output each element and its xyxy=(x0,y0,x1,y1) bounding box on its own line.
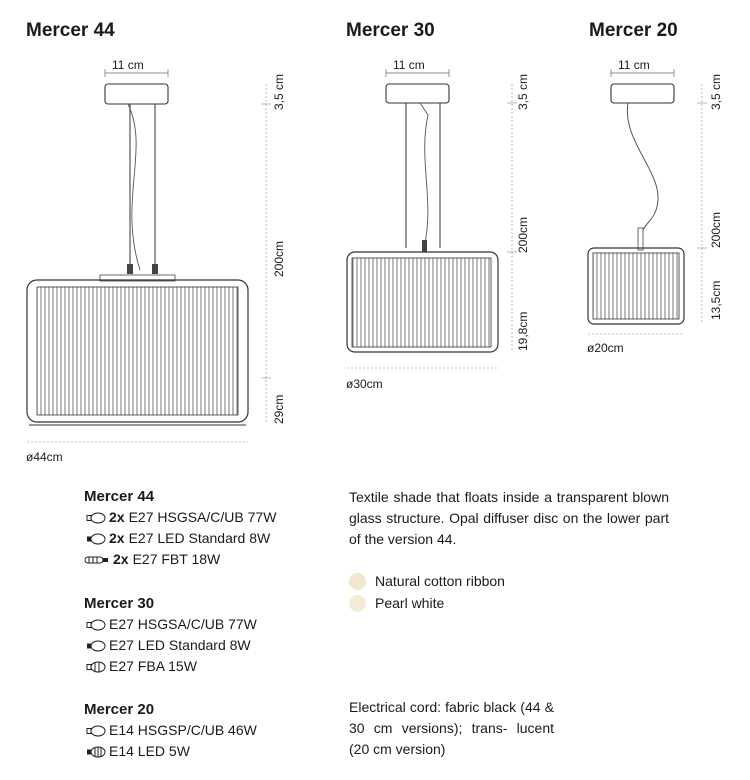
mercer-44-textile-shade xyxy=(36,286,239,416)
mercer-44-cord-length: 200cm xyxy=(272,241,286,277)
mercer-20-canopy-width: 11 cm xyxy=(618,58,650,72)
spec-block-mercer-44: Mercer 44 2x E27 HSGSA/C/UB 77W 2x E27 L… xyxy=(84,486,276,570)
product-description: Textile shade that floats inside a trans… xyxy=(349,489,669,547)
mercer-44-cord xyxy=(127,103,141,271)
mercer-30-canopy-height: 3,5 cm xyxy=(516,74,530,110)
led-bulb-icon xyxy=(84,746,106,758)
mercer-30-canopy-width: 11 cm xyxy=(393,58,425,72)
cord-note: Electrical cord: fabric black (44 & 30 c… xyxy=(349,699,554,757)
mercer-20-canopy-height: 3,5 cm xyxy=(709,74,723,110)
finish-swatch-natural-cotton xyxy=(349,572,366,590)
mercer-44-diameter: ø44cm xyxy=(26,450,63,464)
spec-line: E14 HSGSP/C/UB 46W xyxy=(84,720,257,741)
mercer-30-shade-height: 19,8cm xyxy=(516,312,530,351)
mercer-44-canopy-width: 11 cm xyxy=(112,58,144,72)
model-title-mercer-20: Mercer 20 xyxy=(589,20,678,41)
spec-line: E27 LED Standard 8W xyxy=(84,635,257,656)
mercer-30-glass-shell xyxy=(346,251,499,353)
mercer-20-canopy xyxy=(610,83,675,104)
fluorescent-tube-icon xyxy=(84,554,110,566)
mercer-44-glass-shell xyxy=(26,279,249,423)
mercer-44-canopy xyxy=(104,83,169,105)
spec-line: E27 HSGSA/C/UB 77W xyxy=(84,614,257,635)
spec-text: E14 HSGSP/C/UB 46W xyxy=(109,722,257,738)
finish-label: Natural cotton ribbon xyxy=(375,573,505,589)
spec-block-mercer-30: Mercer 30 E27 HSGSA/C/UB 77W E27 LED Sta… xyxy=(84,593,257,677)
technical-drawings: 11 cm 3,5 cm 200cm 29cm ø44cm 11 cm xyxy=(26,58,723,464)
finish-swatch-pearl-white xyxy=(349,594,366,612)
mercer-30-diameter: ø30cm xyxy=(346,377,383,391)
spec-line: 2x E27 HSGSA/C/UB 77W xyxy=(84,507,276,528)
mercer-30-textile-shade xyxy=(351,257,492,348)
finish-item: Pearl white xyxy=(349,592,505,614)
spec-text: E27 HSGSA/C/UB 77W xyxy=(128,509,277,525)
mercer-44-canopy-height: 3,5 cm xyxy=(272,74,286,110)
spec-text: E27 FBT 18W xyxy=(132,551,221,567)
mercer-30-drawing: 11 cm 3,5 cm 200cm 19,8cm ø30cm xyxy=(346,58,530,391)
bulb-icon xyxy=(84,512,106,524)
spec-text: E27 HSGSA/C/UB 77W xyxy=(109,616,257,632)
mercer-44-drawing: 11 cm 3,5 cm 200cm 29cm ø44cm xyxy=(26,58,286,464)
mercer-30-cord xyxy=(419,102,429,249)
mercer-20-diameter: ø20cm xyxy=(587,341,624,355)
spec-line: 2x E27 LED Standard 8W xyxy=(84,528,276,549)
spec-line: 2x E27 FBT 18W xyxy=(84,549,276,570)
mercer-20-cord-length: 200cm xyxy=(709,212,723,248)
spec-line: E14 LED 5W xyxy=(84,741,257,762)
mercer-20-shade-height: 13,5cm xyxy=(709,281,723,320)
model-title-mercer-44: Mercer 44 xyxy=(26,20,115,41)
spec-title: Mercer 44 xyxy=(84,488,155,505)
mercer-30-cord-length: 200cm xyxy=(516,217,530,253)
led-bulb-icon xyxy=(84,640,106,652)
spec-qty: 2x xyxy=(109,530,125,546)
spec-text: E14 LED 5W xyxy=(109,743,190,759)
mercer-20-textile-shade xyxy=(592,252,680,320)
mercer-30-canopy xyxy=(385,83,450,104)
bulb-icon xyxy=(84,619,106,631)
spec-line: E27 FBA 15W xyxy=(84,656,257,677)
finish-list: Natural cotton ribbon Pearl white xyxy=(349,570,505,614)
spec-qty: 2x xyxy=(113,551,129,567)
mercer-20-glass-shell xyxy=(587,247,685,325)
spec-qty: 2x xyxy=(109,509,125,525)
spec-title: Mercer 30 xyxy=(84,595,155,612)
finish-item: Natural cotton ribbon xyxy=(349,570,505,592)
led-bulb-icon xyxy=(84,533,106,545)
compact-fluorescent-icon xyxy=(84,661,106,673)
bulb-icon xyxy=(84,725,106,737)
spec-text: E27 FBA 15W xyxy=(109,658,197,674)
finish-label: Pearl white xyxy=(375,595,445,611)
spec-text: E27 LED Standard 8W xyxy=(128,530,271,546)
spec-title: Mercer 20 xyxy=(84,701,155,718)
mercer-44-shade-height: 29cm xyxy=(272,395,286,424)
spec-block-mercer-20: Mercer 20 E14 HSGSP/C/UB 46W E14 LED 5W xyxy=(84,699,257,762)
model-title-mercer-30: Mercer 30 xyxy=(346,20,435,41)
mercer-20-drawing: 11 cm 3,5 cm 200cm 13,5cm ø20cm xyxy=(587,58,723,355)
spec-text: E27 LED Standard 8W xyxy=(109,637,251,653)
mercer-20-cord xyxy=(626,102,659,246)
